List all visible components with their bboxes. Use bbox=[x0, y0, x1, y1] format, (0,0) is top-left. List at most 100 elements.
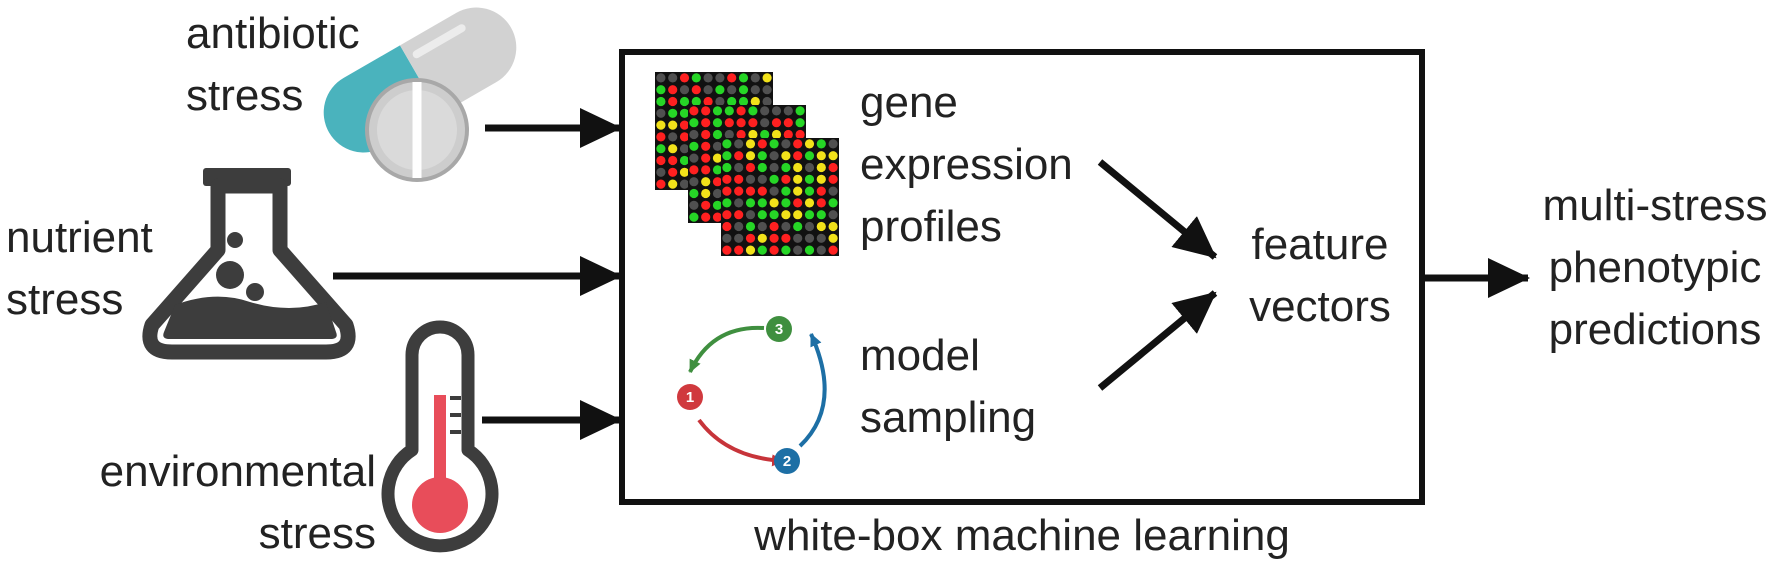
microarray-spot bbox=[712, 106, 723, 116]
microarray-spot bbox=[757, 245, 767, 255]
microarray-spot bbox=[757, 162, 767, 173]
microarray-spot bbox=[736, 118, 746, 128]
gene-expression-label: gene expression profiles bbox=[860, 72, 1073, 258]
microarray-spot bbox=[750, 85, 760, 95]
microarray-spot bbox=[804, 186, 815, 196]
microarray-spot bbox=[783, 129, 793, 140]
output-line2: phenotypic bbox=[1548, 243, 1762, 292]
microarray-spot bbox=[712, 200, 723, 210]
microarray-spot bbox=[722, 233, 732, 243]
microarray-spot bbox=[715, 73, 725, 83]
microarray-spot bbox=[757, 221, 767, 232]
microarray-spot bbox=[795, 118, 805, 128]
gene-line1: gene bbox=[860, 78, 958, 127]
microarray-spot bbox=[656, 96, 666, 107]
microarray-spot bbox=[689, 141, 699, 151]
microarray-spot bbox=[691, 96, 701, 107]
microarray-spot bbox=[745, 221, 756, 232]
feature-line2: vectors bbox=[1249, 282, 1391, 331]
microarray-spot bbox=[656, 73, 666, 83]
microarray-spot bbox=[828, 174, 838, 184]
microarray-spot bbox=[734, 151, 744, 161]
microarray-spot bbox=[689, 118, 699, 128]
microarray-spot bbox=[745, 245, 756, 255]
arrow-gene-to-feature bbox=[1097, 159, 1218, 260]
microarray-spot bbox=[816, 233, 826, 243]
microarray-spot bbox=[828, 221, 838, 232]
microarray-spot bbox=[816, 174, 826, 184]
microarray-spot bbox=[828, 186, 838, 196]
pill-capsule-icon bbox=[323, 7, 517, 182]
microarray-spot bbox=[793, 162, 803, 173]
microarray-spot bbox=[757, 186, 767, 196]
microarray-spot bbox=[668, 167, 678, 177]
microarray-spot bbox=[816, 186, 826, 196]
microarray-spot bbox=[722, 221, 732, 232]
microarray-spot bbox=[816, 162, 826, 173]
microarray-spot bbox=[734, 210, 744, 220]
microarray-spot bbox=[748, 106, 758, 116]
microarray-spot bbox=[722, 162, 732, 173]
microarray-spot bbox=[757, 174, 767, 184]
microarray-spot bbox=[816, 245, 826, 255]
microarray-spot bbox=[828, 151, 838, 161]
microarray-spot bbox=[781, 245, 791, 255]
microarray-spot bbox=[793, 245, 803, 255]
microarray-spot bbox=[762, 96, 772, 107]
microarray-spot bbox=[793, 186, 803, 196]
microarray-spot bbox=[828, 210, 838, 220]
microarray-spot bbox=[769, 162, 779, 173]
microarray-spot bbox=[771, 106, 782, 116]
microarray-spot bbox=[689, 212, 699, 222]
microarray-spot bbox=[793, 221, 803, 232]
microarray-spot bbox=[734, 162, 744, 173]
microarray-spot bbox=[734, 245, 744, 255]
step-1-label: 1 bbox=[686, 389, 694, 406]
microarray-spot bbox=[734, 186, 744, 196]
microarray-spot bbox=[668, 96, 678, 107]
microarray-spot bbox=[679, 85, 690, 95]
microarray-spot bbox=[722, 186, 732, 196]
microarray-spot bbox=[769, 186, 779, 196]
microarray-spot bbox=[679, 96, 690, 107]
microarray-spot bbox=[793, 210, 803, 220]
microarray-spot bbox=[816, 221, 826, 232]
microarray-spot bbox=[750, 73, 760, 83]
microarray-spot bbox=[722, 210, 732, 220]
microarray-spot bbox=[760, 129, 770, 140]
environmental-stress-label: environmental stress bbox=[74, 441, 376, 565]
microarray-spot bbox=[734, 174, 744, 184]
microarray-spot bbox=[701, 141, 711, 151]
microarray-spot bbox=[689, 129, 699, 140]
microarray-spot bbox=[656, 144, 666, 154]
microarray-spot bbox=[738, 85, 749, 95]
microarray-spot bbox=[656, 85, 666, 95]
model-sampling-label: model sampling bbox=[860, 325, 1036, 449]
microarray-spot bbox=[701, 106, 711, 116]
output-line1: multi-stress bbox=[1542, 181, 1768, 230]
microarray-spot bbox=[715, 96, 725, 107]
microarray-spot bbox=[722, 245, 732, 255]
microarray-spot bbox=[715, 85, 725, 95]
microarray-spot bbox=[783, 106, 793, 116]
microarray-spot bbox=[828, 245, 838, 255]
nutrient-line1: nutrient bbox=[6, 213, 153, 262]
microarray-spot bbox=[722, 198, 732, 208]
microarray-spot bbox=[703, 73, 713, 83]
microarray-spot bbox=[750, 96, 760, 107]
microarray-spot bbox=[781, 198, 791, 208]
microarray-spot bbox=[816, 151, 826, 161]
microarray-spot bbox=[679, 108, 690, 118]
microarray-spot bbox=[793, 174, 803, 184]
microarray-spot bbox=[691, 73, 701, 83]
microarray-spot bbox=[701, 129, 711, 140]
microarray-spot bbox=[757, 210, 767, 220]
microarray-spot bbox=[793, 151, 803, 161]
microarray-spot bbox=[734, 233, 744, 243]
microarray-spot bbox=[712, 141, 723, 151]
microarray-spot bbox=[804, 162, 815, 173]
antibiotic-line1: antibiotic bbox=[186, 9, 360, 58]
microarray-spot bbox=[722, 174, 732, 184]
thermometer-icon bbox=[381, 320, 499, 553]
